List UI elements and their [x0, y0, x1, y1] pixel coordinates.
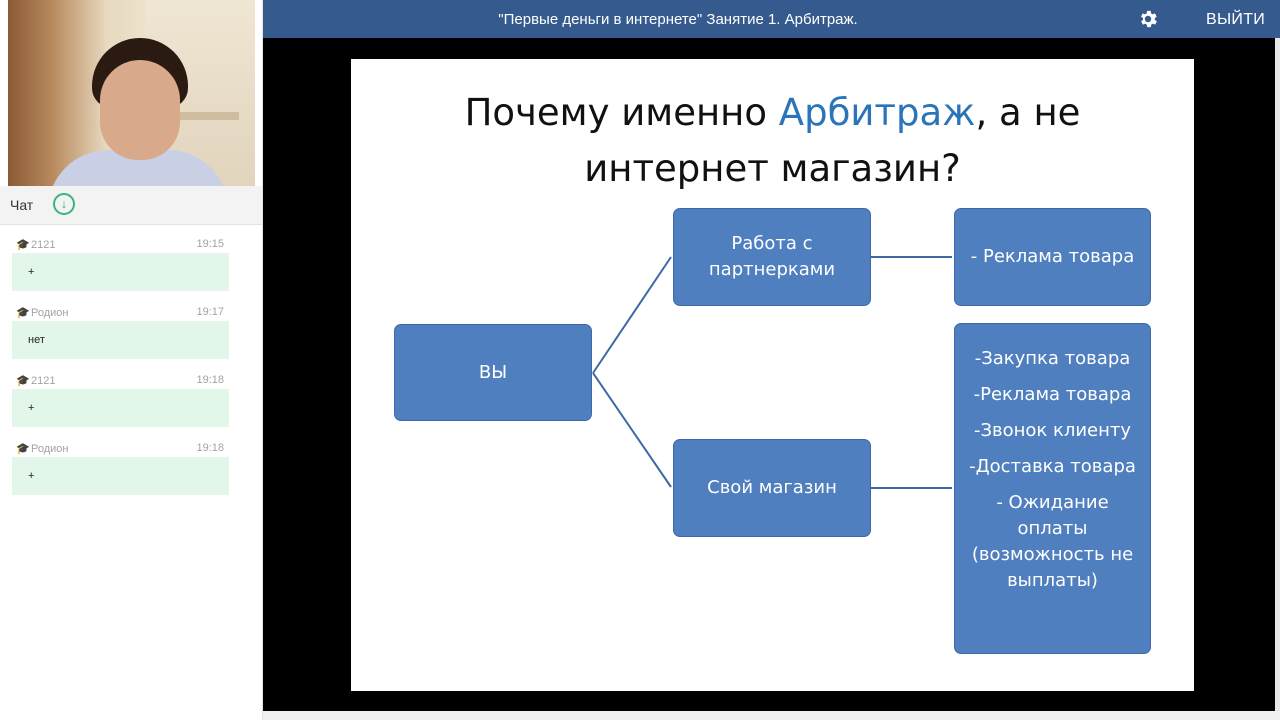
exit-button[interactable]: ВЫЙТИ: [1206, 11, 1266, 28]
message-time: 19:17: [196, 306, 224, 318]
message-text: +: [28, 266, 35, 278]
message-time: 19:15: [196, 238, 224, 250]
message-bubble: +: [12, 253, 229, 291]
diagram-connectors: [592, 256, 952, 489]
message-author: 2121: [31, 375, 56, 387]
top-bar: "Первые деньги в интернете" Занятие 1. А…: [263, 0, 1280, 38]
partner-box: Работа с партнерками: [673, 208, 871, 306]
chat-message: 🎓2121 19:15 +: [0, 236, 262, 304]
chat-message: 🎓Родион 19:18 +: [0, 440, 262, 508]
chat-message: 🎓Родион 19:17 нет: [0, 304, 262, 372]
partner-tasks-box: - Реклама товара: [954, 208, 1151, 306]
you-box: ВЫ: [394, 324, 592, 421]
message-text: +: [28, 402, 35, 414]
slide-title: Почему именно Арбитраж, а не интернет ма…: [464, 91, 1081, 190]
graduation-cap-icon: 🎓: [16, 239, 30, 251]
chat-message: 🎓2121 19:18 +: [0, 372, 262, 440]
right-edge-panel: [1275, 38, 1280, 711]
gear-icon[interactable]: [1137, 8, 1159, 30]
message-author: 2121: [31, 239, 56, 251]
graduation-cap-icon: 🎓: [16, 443, 30, 455]
store-tasks-box: -Закупка товара -Реклама товара -Звонок …: [954, 323, 1151, 654]
message-bubble: +: [12, 457, 229, 495]
chat-header: Чат ↓: [0, 186, 262, 225]
bottom-edge: [263, 711, 1280, 720]
message-author: Родион: [31, 307, 69, 319]
store-box: Свой магазин: [673, 439, 871, 537]
message-author: Родион: [31, 443, 69, 455]
download-circle-icon[interactable]: ↓: [53, 193, 75, 215]
webinar-title: "Первые деньги в интернете" Занятие 1. А…: [498, 11, 858, 28]
message-time: 19:18: [196, 442, 224, 454]
message-bubble: нет: [12, 321, 229, 359]
message-bubble: +: [12, 389, 229, 427]
graduation-cap-icon: 🎓: [16, 375, 30, 387]
chat-title: Чат: [10, 197, 34, 213]
webcam-video: [8, 0, 255, 186]
slide-title-accent: Арбитраж: [778, 91, 976, 134]
message-time: 19:18: [196, 374, 224, 386]
graduation-cap-icon: 🎓: [16, 307, 30, 319]
presentation-slide: Почему именно Арбитраж, а не интернет ма…: [351, 59, 1194, 691]
message-text: нет: [28, 334, 45, 346]
message-text: +: [28, 470, 35, 482]
